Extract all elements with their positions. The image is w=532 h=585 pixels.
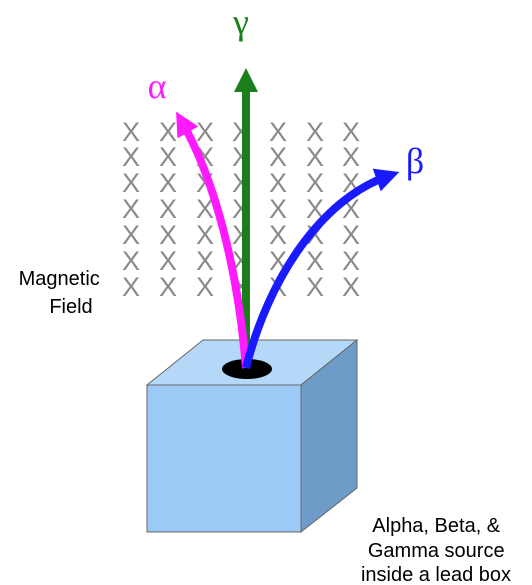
field-mark: X bbox=[269, 142, 287, 172]
field-mark: X bbox=[306, 117, 324, 147]
magnetic-field-label: Magnetic Field bbox=[19, 268, 106, 318]
field-mark: X bbox=[159, 142, 177, 172]
field-mark: X bbox=[342, 272, 360, 302]
field-mark: X bbox=[122, 220, 140, 250]
field-mark: X bbox=[122, 168, 140, 198]
source-caption: Alpha, Beta, & Gamma source inside a lea… bbox=[361, 515, 511, 585]
field-mark: X bbox=[269, 220, 287, 250]
field-mark: X bbox=[269, 168, 287, 198]
lead-box-front bbox=[146, 384, 302, 533]
alpha-label: α bbox=[148, 66, 167, 106]
field-mark: X bbox=[269, 117, 287, 147]
field-mark: X bbox=[306, 246, 324, 276]
field-mark: X bbox=[159, 194, 177, 224]
source-caption-line3: inside a lead box bbox=[361, 564, 511, 585]
field-mark: X bbox=[159, 168, 177, 198]
field-mark: X bbox=[342, 246, 360, 276]
field-mark: X bbox=[159, 246, 177, 276]
source-caption-line1: Alpha, Beta, & bbox=[372, 515, 501, 537]
field-mark: X bbox=[196, 272, 214, 302]
field-mark: X bbox=[342, 142, 360, 172]
field-mark: X bbox=[306, 168, 324, 198]
beta-ray-path bbox=[242, 168, 400, 369]
field-mark: X bbox=[159, 272, 177, 302]
field-mark: X bbox=[196, 117, 214, 147]
field-mark: X bbox=[342, 117, 360, 147]
field-mark: X bbox=[269, 194, 287, 224]
field-mark: X bbox=[306, 142, 324, 172]
field-mark: X bbox=[342, 220, 360, 250]
field-mark: X bbox=[306, 194, 324, 224]
source-caption-line2: Gamma source bbox=[368, 540, 505, 562]
lead-box bbox=[145, 338, 359, 534]
source-hole bbox=[222, 359, 272, 379]
beta-label: β bbox=[406, 141, 424, 181]
magnetic-field-label-line1: Magnetic bbox=[19, 268, 100, 290]
field-mark: X bbox=[122, 142, 140, 172]
field-mark: X bbox=[196, 246, 214, 276]
magnetic-field-label-line2: Field bbox=[49, 296, 92, 318]
field-mark: X bbox=[196, 220, 214, 250]
field-mark: X bbox=[122, 117, 140, 147]
field-mark: X bbox=[159, 220, 177, 250]
gamma-label: γ bbox=[232, 2, 249, 42]
field-mark: X bbox=[122, 194, 140, 224]
field-mark: X bbox=[122, 272, 140, 302]
field-mark: X bbox=[306, 272, 324, 302]
alpha-ray-path bbox=[176, 111, 250, 369]
field-mark: X bbox=[122, 246, 140, 276]
field-mark: X bbox=[196, 194, 214, 224]
field-mark: X bbox=[159, 117, 177, 147]
